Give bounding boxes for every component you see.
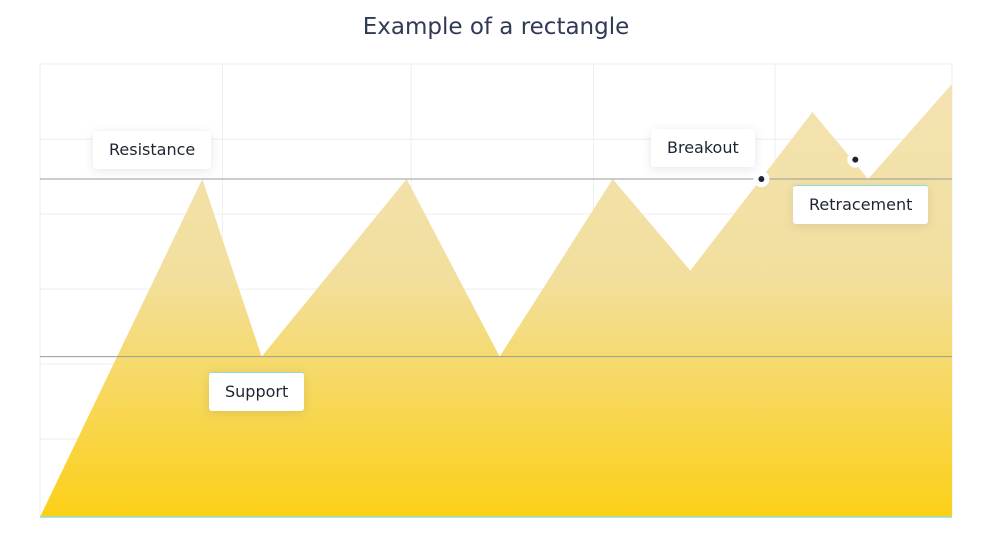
- retracement-label: Retracement: [793, 185, 929, 224]
- chart-title: Example of a rectangle: [362, 14, 630, 40]
- level-layer: [40, 178, 952, 358]
- retracement-marker: [852, 156, 859, 163]
- marker-layer: [753, 151, 864, 188]
- breakout-marker: [758, 176, 765, 183]
- resistance-label: Resistance: [93, 131, 212, 169]
- support-label: Support: [209, 372, 305, 411]
- breakout-label: Breakout: [651, 129, 755, 167]
